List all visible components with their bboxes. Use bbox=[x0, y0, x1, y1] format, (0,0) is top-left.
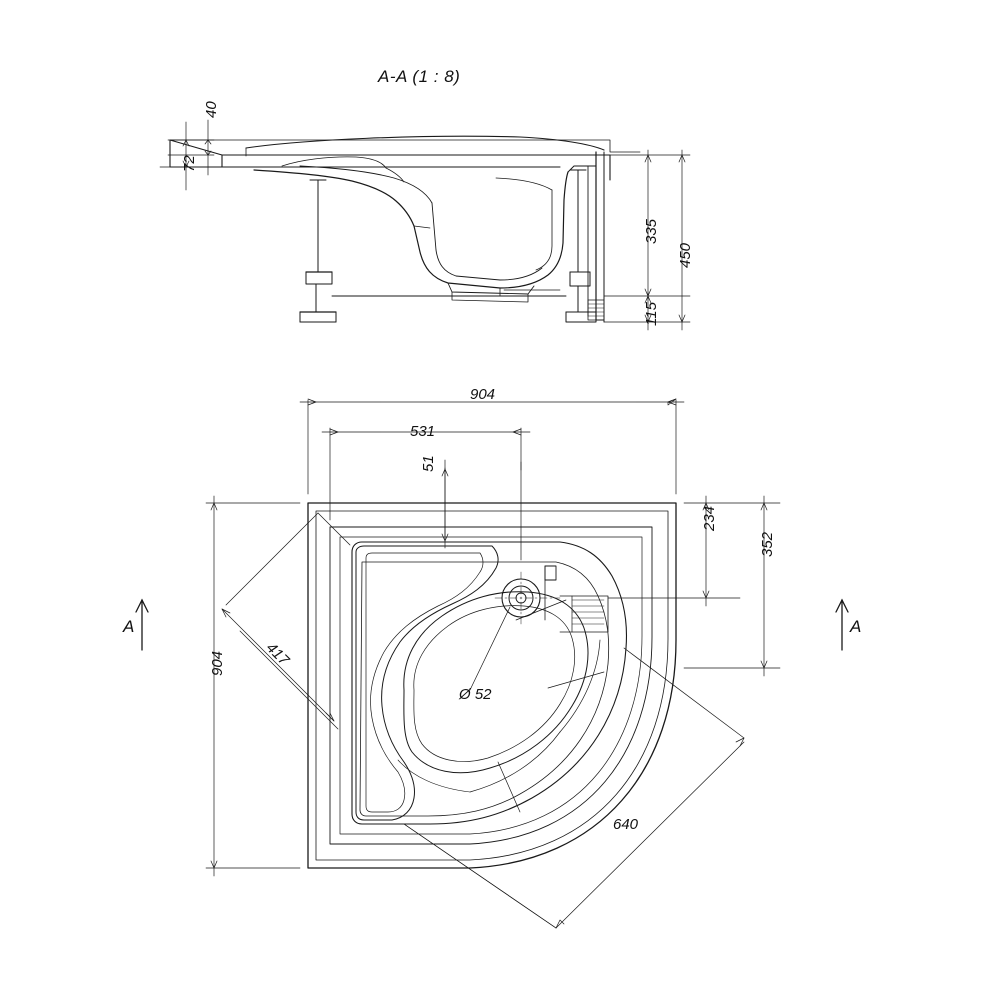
section-mark-right: A bbox=[850, 617, 862, 636]
dim-diagonal-outer: 640 bbox=[613, 816, 639, 833]
dim-drain-diameter: Ø 52 bbox=[459, 686, 492, 703]
section-mark-left: A bbox=[123, 617, 135, 636]
plan-dimensions bbox=[205, 398, 781, 929]
dim-drain-offset-x: 531 bbox=[410, 423, 436, 440]
section-view-geometry bbox=[169, 135, 641, 323]
dim-overall-width: 904 bbox=[470, 386, 496, 403]
section-title: A-A (1 : 8) bbox=[378, 67, 461, 86]
section-dimensions bbox=[159, 119, 691, 331]
plan-view-geometry bbox=[307, 502, 677, 869]
